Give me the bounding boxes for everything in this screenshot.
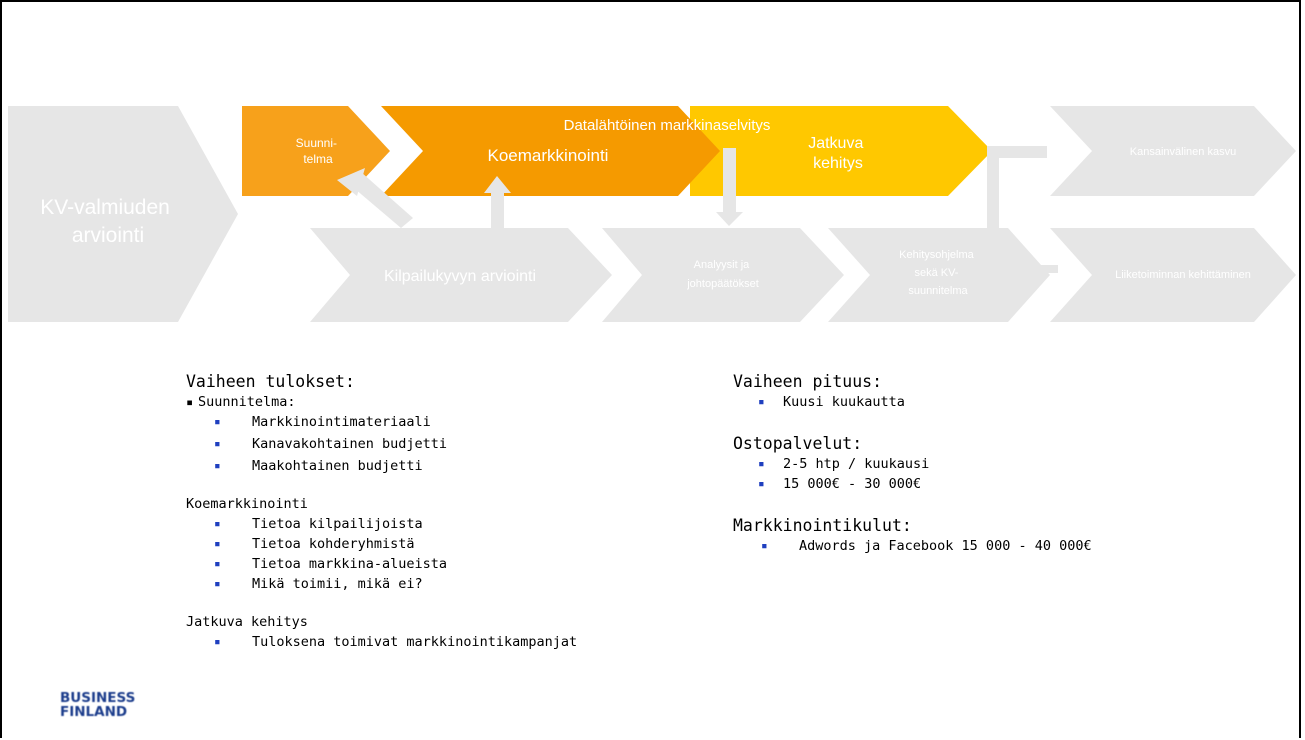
- info-column: Vaiheen pituus: Kuusi kuukautta Ostopalv…: [733, 372, 1213, 556]
- label-business-dev: Liiketoiminnan kehittäminen: [1115, 269, 1251, 281]
- list-item: Adwords ja Facebook 15 000 - 40 000€: [733, 536, 1213, 556]
- chevron-international-growth: [1050, 106, 1296, 196]
- process-diagram: KV-valmiuden arviointi Suunni- telma Koe…: [8, 106, 1296, 322]
- label-international-growth: Kansainvälinen kasvu: [1130, 146, 1236, 158]
- label-dev-program-l2: sekä KV-: [914, 267, 958, 279]
- list-item: 15 000€ - 30 000€: [733, 474, 1213, 494]
- chevron-analyses: [602, 228, 844, 322]
- list-item: Markkinointimateriaali: [186, 412, 666, 432]
- logo-line2: FINLAND: [60, 704, 128, 720]
- results-list: Suunnitelma:: [186, 392, 666, 412]
- list-item: Tuloksena toimivat markkinointikampanjat: [186, 632, 666, 652]
- test-sub-list: Tietoa kilpailijoista Tietoa kohderyhmis…: [186, 514, 666, 594]
- label-continuous: Jatkuva kehitys: [808, 135, 868, 172]
- list-item: Tietoa markkina-alueista: [186, 554, 666, 574]
- chevron-kv-assessment: [8, 106, 238, 322]
- arrow-test-to-analyses: [716, 148, 743, 226]
- label-continuous-l1: Jatkuva: [808, 135, 863, 152]
- cont-heading: Jatkuva kehitys: [186, 614, 308, 630]
- list-item: Kuusi kuukautta: [733, 392, 1213, 412]
- list-item: 2-5 htp / kuukausi: [733, 454, 1213, 474]
- label-data-driven: Datalähtöinen markkinaselvitys: [564, 117, 771, 134]
- arrow-competitiveness-to-test: [484, 176, 511, 231]
- label-continuous-l2: kehitys: [813, 155, 863, 172]
- list-item: Maakohtainen budjetti: [186, 456, 666, 476]
- duration-heading: Vaiheen pituus:: [733, 372, 883, 391]
- chevron-continuous: [690, 106, 992, 196]
- label-analyses: Analyysit ja johtopäätökset: [686, 259, 759, 290]
- plan-item-label: Suunnitelma:: [198, 394, 296, 410]
- costs-heading: Markkinointikulut:: [733, 516, 912, 535]
- label-plan: Suunni- telma: [296, 136, 341, 166]
- label-kv-assessment: KV-valmiuden arviointi: [40, 196, 175, 247]
- plan-sub-list: Markkinointimateriaali Kanavakohtainen b…: [186, 412, 666, 476]
- list-item: Kanavakohtainen budjetti: [186, 434, 666, 454]
- label-plan-l1: Suunni-: [296, 136, 337, 150]
- results-heading: Vaiheen tulokset:: [186, 372, 355, 391]
- costs-list: Adwords ja Facebook 15 000 - 40 000€: [733, 536, 1213, 556]
- services-heading: Ostopalvelut:: [733, 434, 863, 453]
- label-test-marketing: Koemarkkinointi: [488, 146, 609, 165]
- list-item: Mikä toimii, mikä ei?: [186, 574, 666, 594]
- label-analyses-l2: johtopäätökset: [686, 278, 759, 290]
- label-kv-assessment-l1: KV-valmiuden: [40, 196, 170, 219]
- list-item: Tietoa kohderyhmistä: [186, 534, 666, 554]
- label-plan-l2: telma: [303, 152, 333, 166]
- connector-dev-to-business: [1028, 265, 1058, 273]
- label-competitiveness: Kilpailukyvyn arviointi: [384, 268, 536, 285]
- services-list: 2-5 htp / kuukausi 15 000€ - 30 000€: [733, 454, 1213, 494]
- chevron-business-dev: [1050, 228, 1296, 322]
- label-dev-program-l1: Kehitysohjelma: [899, 249, 974, 261]
- label-analyses-l1: Analyysit ja: [694, 259, 751, 271]
- chevron-dev-program: [828, 228, 1050, 322]
- label-dev-program-l3: suunnitelma: [908, 285, 968, 297]
- business-finland-logo: BUSINESS FINLAND: [60, 691, 135, 719]
- connector-dev-to-growth: [987, 146, 1047, 232]
- arrow-competitiveness-to-plan: [337, 168, 413, 228]
- chevron-competitiveness: [310, 228, 612, 322]
- test-heading: Koemarkkinointi: [186, 496, 308, 512]
- cont-sub-list: Tuloksena toimivat markkinointikampanjat: [186, 632, 666, 652]
- logo-line1: BUSINESS: [60, 690, 136, 706]
- plan-item: Suunnitelma:: [186, 392, 666, 412]
- chevron-test-marketing: [381, 106, 720, 196]
- duration-list: Kuusi kuukautta: [733, 392, 1213, 412]
- results-column: Vaiheen tulokset: Suunnitelma: Markkinoi…: [186, 372, 666, 652]
- label-kv-assessment-l2: arviointi: [72, 224, 144, 247]
- label-dev-program: Kehitysohjelma sekä KV- suunnitelma: [899, 249, 977, 297]
- list-item: Tietoa kilpailijoista: [186, 514, 666, 534]
